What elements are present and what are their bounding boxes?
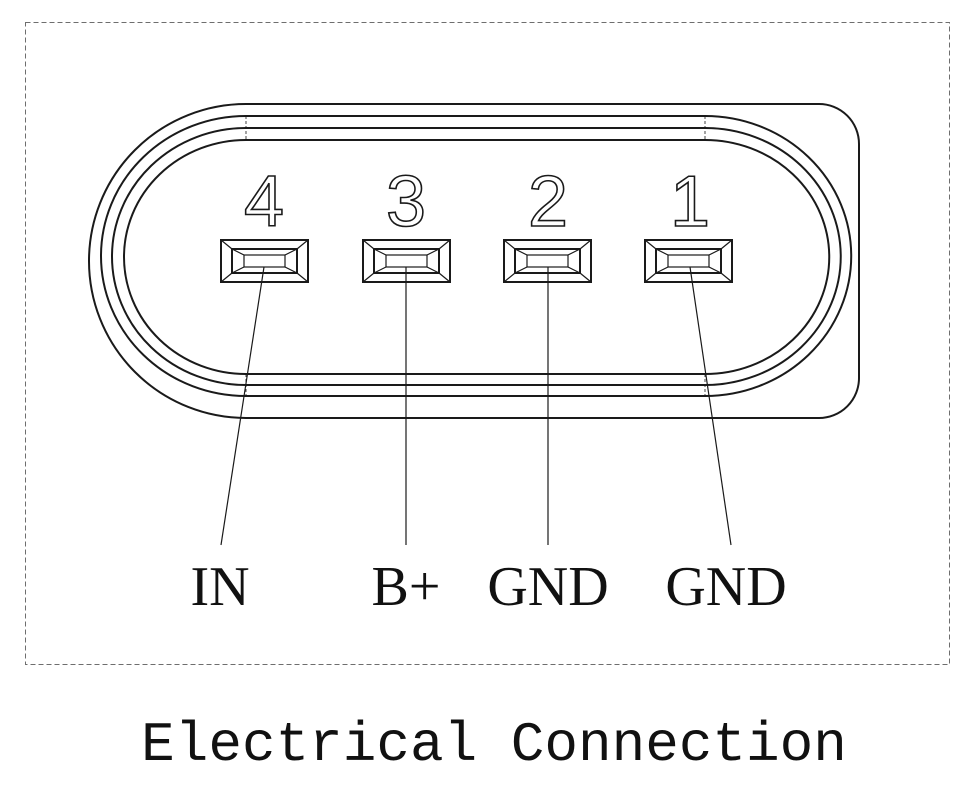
pin-number: 1: [670, 162, 710, 242]
terminal-bevel: [220, 272, 233, 283]
terminal-bevel: [426, 266, 440, 274]
terminal-bevel: [567, 248, 581, 256]
dashed-frame: [25, 22, 950, 665]
terminal-inner: [243, 254, 286, 268]
diagram-title: Electrical Connection: [141, 713, 847, 777]
terminal-bevel: [503, 239, 516, 250]
pin-3: 3B+: [362, 161, 451, 618]
terminal-bevel: [708, 266, 722, 274]
signal-label: GND: [665, 556, 786, 618]
pin-number: 3: [386, 162, 426, 242]
terminal-bevel: [720, 272, 733, 283]
terminal-bevel: [284, 248, 298, 256]
connector-housing-outer: [88, 103, 860, 419]
signal-label: GND: [487, 556, 608, 618]
terminal-bevel: [373, 266, 387, 274]
terminal-bevel: [426, 248, 440, 256]
terminal-bevel: [579, 239, 592, 250]
leader-line: [689, 266, 732, 546]
terminal-bevel: [284, 266, 298, 274]
terminal-bevel: [438, 239, 451, 250]
terminal-bevel: [503, 272, 516, 283]
terminal-bevel: [438, 272, 451, 283]
terminal-inner: [667, 254, 710, 268]
terminal-bevel: [362, 239, 375, 250]
leader-line: [220, 266, 265, 546]
terminal-bevel: [514, 266, 528, 274]
terminal-middle: [655, 248, 722, 274]
terminal-outer: [644, 239, 733, 283]
terminal-bevel: [579, 272, 592, 283]
terminal-outer: [220, 239, 309, 283]
terminal-bevel: [362, 272, 375, 283]
terminal-bevel: [373, 248, 387, 256]
connector-ring-1: [100, 115, 853, 397]
signal-label: IN: [190, 556, 249, 618]
pin-4: 4IN: [190, 161, 309, 618]
terminal-bevel: [296, 239, 309, 250]
terminal-bevel: [644, 239, 657, 250]
terminal-bevel: [708, 248, 722, 256]
pin-number: 2: [528, 162, 568, 242]
connector-ring-3: [123, 139, 831, 375]
terminal-bevel: [644, 272, 657, 283]
terminal-bevel: [296, 272, 309, 283]
terminal-middle: [231, 248, 298, 274]
terminal-bevel: [514, 248, 528, 256]
terminal-bevel: [720, 239, 733, 250]
terminal-bevel: [231, 266, 245, 274]
terminal-bevel: [220, 239, 233, 250]
terminal-bevel: [655, 266, 669, 274]
signal-label: B+: [372, 556, 441, 618]
terminal-inner: [385, 254, 428, 268]
terminal-inner: [526, 254, 569, 268]
pin-number: 4: [244, 162, 284, 242]
terminal-bevel: [567, 266, 581, 274]
terminal-bevel: [655, 248, 669, 256]
terminal-bevel: [231, 248, 245, 256]
